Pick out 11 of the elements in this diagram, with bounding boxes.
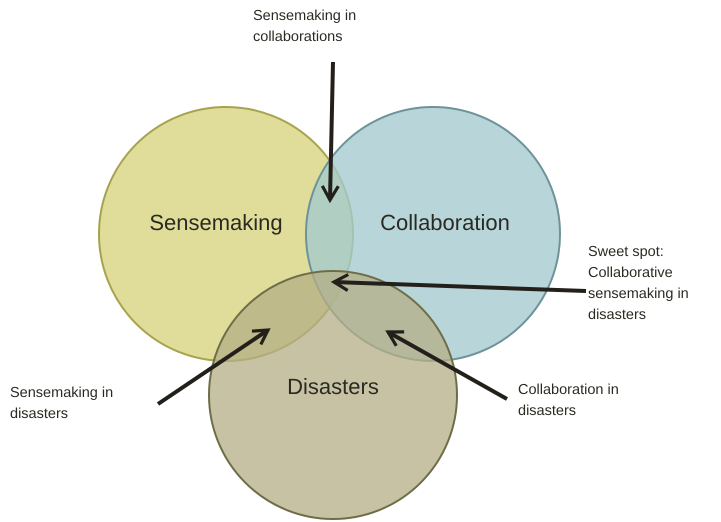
leader-arrow: [386, 330, 508, 401]
circle-label: Collaboration: [379, 210, 511, 236]
leader-arrow: [320, 62, 340, 202]
annotation-text: Collaboration in disasters: [518, 380, 648, 422]
annotation-text: Sensemaking in collaborations: [253, 6, 403, 48]
leader-arrow: [332, 272, 586, 293]
annotation-text: Sweet spot: Collaborative sensemaking in disasters: [588, 242, 718, 326]
circle-label: Sensemaking: [148, 210, 284, 236]
leader-arrow: [156, 328, 270, 406]
annotation-text: Sensemaking in disasters: [10, 383, 150, 426]
circle-label: Disasters: [286, 374, 380, 400]
